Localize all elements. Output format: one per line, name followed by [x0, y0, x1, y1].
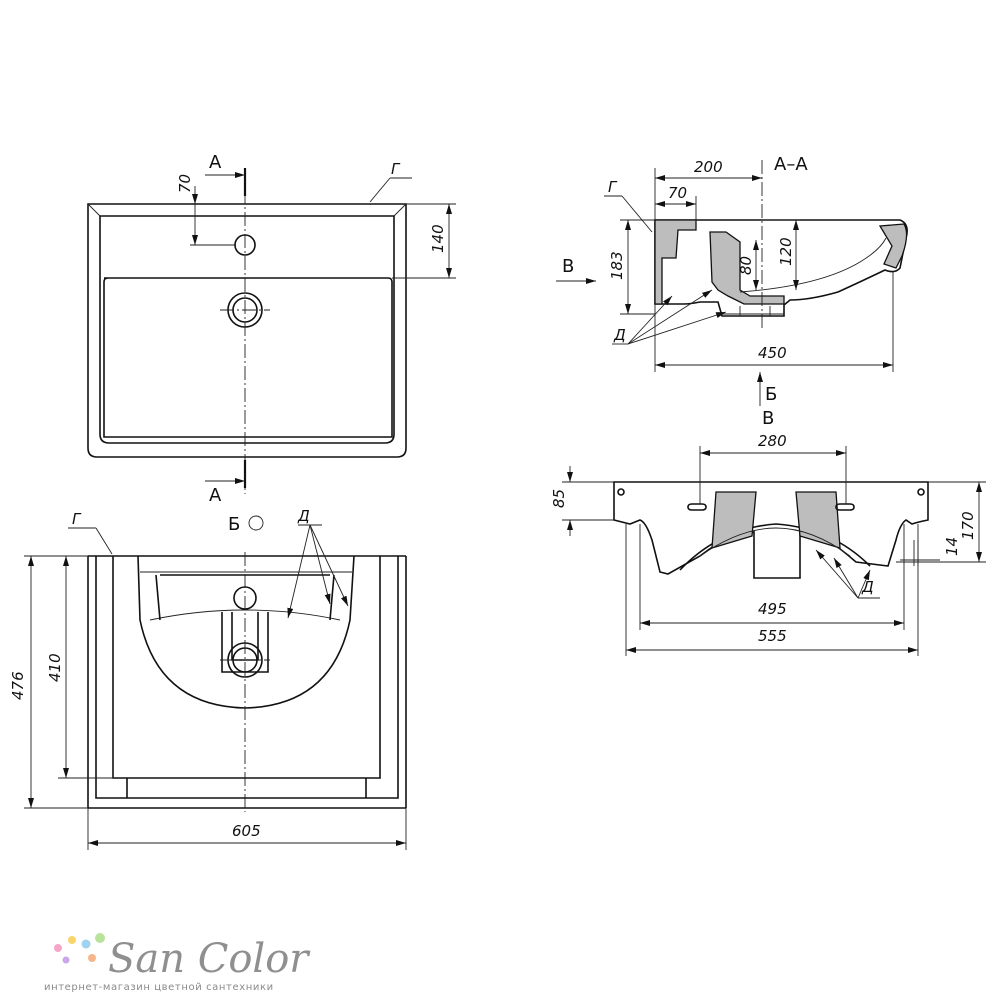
leader-g-front: Г	[72, 510, 82, 528]
brand-tagline: интернет-магазин цветной сантехники	[44, 982, 274, 993]
dim-v-280: 280	[758, 432, 787, 450]
dim-aa-120: 120	[777, 237, 795, 266]
view-v: В 280 85 170 14 495	[550, 408, 986, 656]
view-v-label: В	[762, 408, 774, 429]
leader-d-aa: Д	[613, 326, 626, 344]
section-a-top: A	[209, 152, 222, 173]
dim-aa-70: 70	[668, 184, 687, 202]
section-aa: A–A 200 70 183 80 120 450	[556, 154, 908, 406]
dim-v-170: 170	[959, 511, 977, 540]
top-view: A A 70 140 Г	[87, 152, 456, 506]
section-aa-label: A–A	[774, 154, 808, 175]
leader-g-top: Г	[391, 160, 401, 178]
dim-front-410: 410	[46, 653, 64, 682]
view-b-label: Б	[228, 514, 240, 535]
leader-d-front: Д	[297, 507, 310, 525]
leader-d-v: Д	[861, 578, 874, 596]
dim-aa-183: 183	[608, 251, 626, 280]
view-b-arrow-label: Б	[765, 384, 777, 405]
dim-aa-450: 450	[758, 344, 787, 362]
dim-top-70: 70	[176, 174, 194, 193]
dim-aa-200: 200	[694, 158, 723, 176]
logo-dot	[88, 954, 96, 962]
front-view: 476 410 605 Б Г Д	[9, 507, 407, 850]
leader-g-aa: Г	[608, 178, 618, 196]
dim-aa-80: 80	[737, 256, 755, 275]
dim-v-495: 495	[758, 600, 787, 618]
dim-v-555: 555	[758, 627, 787, 645]
logo-dot	[54, 944, 62, 952]
section-a-bottom: A	[209, 485, 222, 506]
logo-dot	[95, 933, 105, 943]
brand-logo: San Color интернет-магазин цветной санте…	[44, 933, 311, 993]
dim-front-476: 476	[9, 671, 27, 700]
brand-name: San Color	[108, 936, 311, 982]
logo-dot	[62, 956, 70, 964]
logo-dot	[81, 939, 91, 949]
logo-dot	[68, 936, 76, 944]
dim-v-85: 85	[550, 489, 568, 508]
dim-front-605: 605	[232, 822, 261, 840]
dim-v-14: 14	[943, 537, 961, 556]
view-v-arrow-label: В	[562, 256, 574, 277]
dim-top-140: 140	[429, 224, 447, 253]
